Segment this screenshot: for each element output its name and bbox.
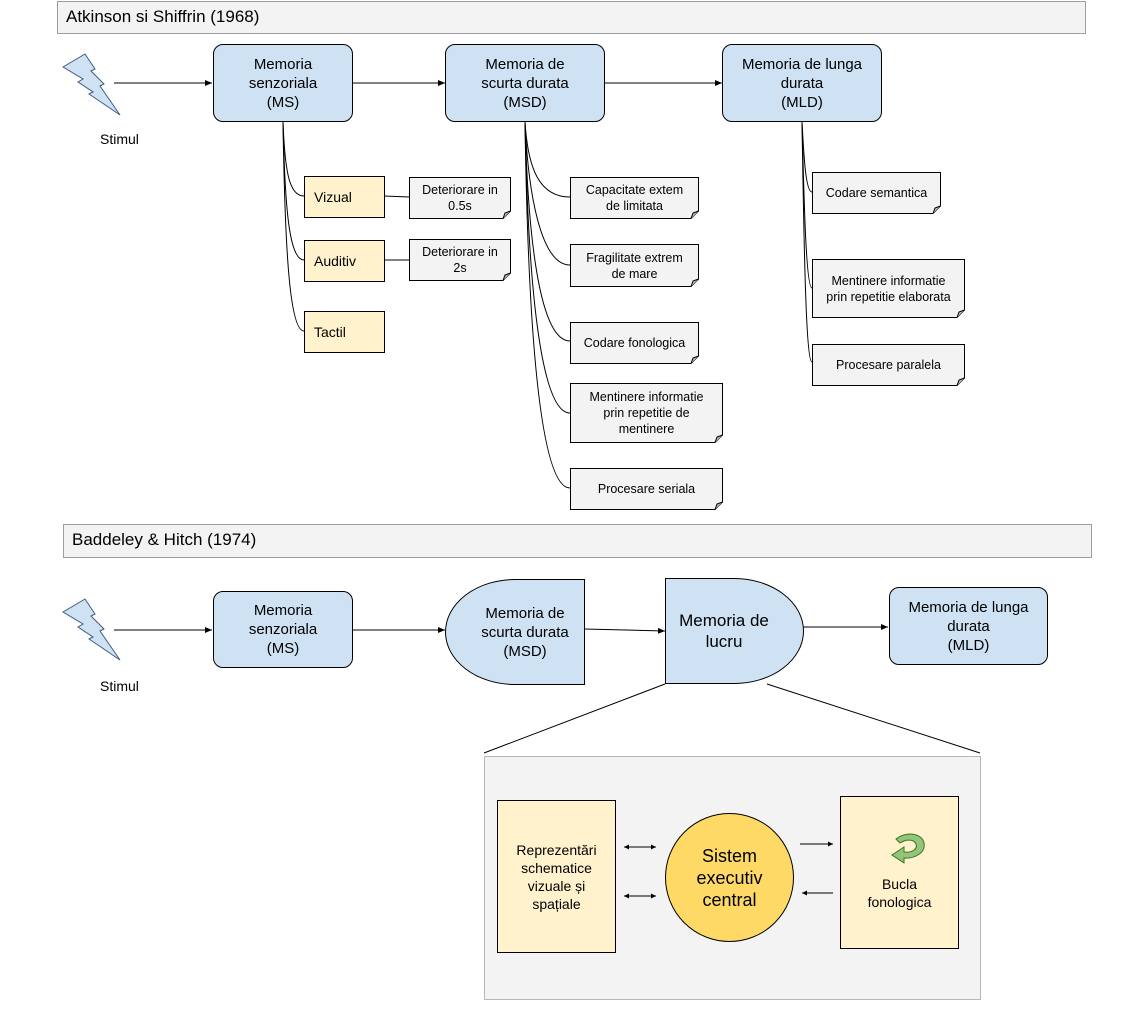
visuospatial-sketchpad-label: Reprezentări schematice vizuale și spați… <box>516 841 597 912</box>
sense-tactile: Tactil <box>304 311 385 353</box>
msd-note-fragility: Fragilitate extrem de mare <box>570 244 699 287</box>
note-decay-visual: Deteriorare in 0.5s <box>409 177 511 219</box>
long-term-memory-box: Memoria de lunga durata (MLD) <box>722 44 882 122</box>
long-term-memory-box-2: Memoria de lunga durata (MLD) <box>889 587 1048 665</box>
long-term-memory-label: Memoria de lunga durata (MLD) <box>741 55 863 111</box>
working-memory-shape: Memoria de lucru <box>665 578 804 684</box>
stimul-label-2: Stimul <box>100 678 139 694</box>
arrow2-msd-to-wm <box>583 627 666 634</box>
msd-note-fragility-text: Fragilitate extrem de mare <box>586 250 683 281</box>
phonological-loop-box: Bucla fonologica <box>840 796 959 949</box>
short-term-memory-box: Memoria de scurta durata (MSD) <box>445 44 605 122</box>
mld-note-semantic-text: Codare semantica <box>825 186 928 200</box>
msd-note-capacity: Capacitate extem de limitata <box>570 177 699 219</box>
sense-auditory: Auditiv <box>304 240 385 282</box>
zoom-line-left <box>483 683 666 754</box>
section-title-atkinson: Atkinson si Shiffrin (1968) <box>57 1 1086 34</box>
sensory-memory-box: Memoria senzoriala (MS) <box>213 44 353 122</box>
note-decay-visual-text: Deteriorare in 0.5s <box>422 183 498 213</box>
msd-note-maintenance: Mentinere informatie prin repetitie de m… <box>570 383 723 443</box>
circular-arrow-icon <box>888 831 928 865</box>
sensory-memory-label: Memoria senzoriala (MS) <box>248 55 318 111</box>
mld-note-connectors <box>801 121 813 363</box>
stimul-label: Stimul <box>100 131 139 147</box>
short-term-memory-label-2: Memoria de scurta durata (MSD) <box>481 604 569 660</box>
lightning-bolt-icon <box>62 53 122 118</box>
visuospatial-sketchpad-box: Reprezentări schematice vizuale și spați… <box>497 800 616 953</box>
section-title-baddeley: Baddeley & Hitch (1974) <box>63 524 1092 558</box>
long-term-memory-label-2: Memoria de lunga durata (MLD) <box>908 598 1029 654</box>
zoom-line-right <box>766 683 981 754</box>
mld-note-elaborate: Mentinere informatie prin repetitie elab… <box>812 259 965 318</box>
phonological-loop-label: Bucla fonologica <box>867 875 932 910</box>
sensory-memory-box-2: Memoria senzoriala (MS) <box>213 591 353 668</box>
mld-note-semantic: Codare semantica <box>812 172 941 214</box>
msd-note-capacity-text: Capacitate extem de limitata <box>585 183 684 213</box>
sense-visual: Vizual <box>304 176 385 218</box>
msd-note-serial: Procesare seriala <box>570 468 723 510</box>
msd-note-connectors <box>524 121 571 489</box>
mld-note-parallel-text: Procesare paralela <box>836 358 941 372</box>
msd-note-maintenance-text: Mentinere informatie prin repetitie de m… <box>589 390 704 436</box>
central-executive-label: Sistem executiv central <box>696 845 763 910</box>
lightning-bolt-icon <box>62 598 122 663</box>
note-decay-auditory-text: Deteriorare in 2s <box>422 245 498 275</box>
ms-sense-connectors <box>282 121 410 332</box>
msd-note-phonological: Codare fonologica <box>570 322 699 364</box>
note-decay-auditory: Deteriorare in 2s <box>409 239 511 281</box>
msd-note-phonological-text: Codare fonologica <box>583 336 686 350</box>
short-term-memory-label: Memoria de scurta durata (MSD) <box>481 55 569 111</box>
working-memory-label: Memoria de lucru <box>679 611 769 651</box>
central-executive-circle: Sistem executiv central <box>665 813 794 942</box>
msd-note-serial-text: Procesare seriala <box>597 482 696 496</box>
sensory-memory-label-2: Memoria senzoriala (MS) <box>248 602 318 657</box>
mld-note-parallel: Procesare paralela <box>812 344 965 386</box>
short-term-memory-shape: Memoria de scurta durata (MSD) <box>445 579 585 685</box>
mld-note-elaborate-text: Mentinere informatie prin repetitie elab… <box>826 273 951 304</box>
